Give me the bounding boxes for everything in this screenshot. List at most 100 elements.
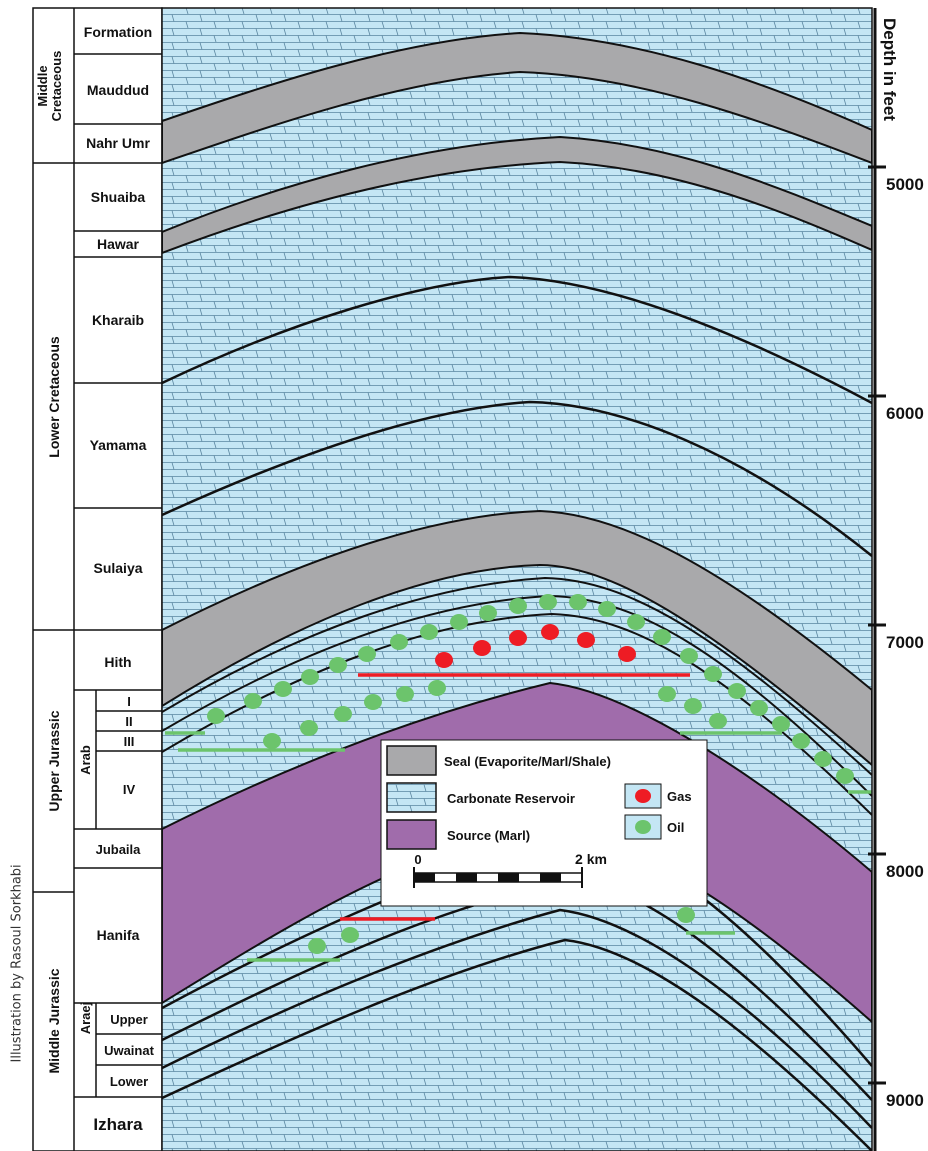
oil-accumulation-hanifa: [308, 907, 695, 954]
gas-marker: [435, 652, 453, 668]
legend-label-gas: Gas: [667, 789, 692, 804]
oil-marker: [539, 594, 557, 610]
oil-marker: [792, 733, 810, 749]
oil-marker: [263, 733, 281, 749]
legend-oil-dot: [635, 820, 651, 834]
formation-kharaib: Kharaib: [92, 312, 144, 328]
formation-arab-iii: III: [124, 734, 135, 749]
formation-jubaila: Jubaila: [96, 842, 142, 857]
oil-marker: [358, 646, 376, 662]
group-araej: Araej: [78, 1002, 93, 1035]
horizon-arab-i: [162, 576, 872, 776]
group-arab: Arab: [78, 745, 93, 775]
oil-marker: [814, 751, 832, 767]
oil-marker: [836, 768, 854, 784]
legend-label-carbonate: Carbonate Reservoir: [447, 791, 575, 806]
oil-marker: [341, 927, 359, 943]
formation-arab-iv: IV: [123, 782, 136, 797]
scale-bar-segment: [540, 873, 561, 882]
cross-section-frame: [161, 7, 873, 1151]
oil-marker: [704, 666, 722, 682]
oil-marker: [244, 693, 262, 709]
scale-bar-end-label: 2 km: [575, 851, 607, 867]
scale-bar-start-label: 0: [414, 852, 421, 867]
oil-marker: [684, 698, 702, 714]
column-header-formation: Formation: [84, 24, 152, 40]
formation-yamama: Yamama: [90, 437, 147, 453]
depth-label-8000: 8000: [886, 862, 924, 881]
formation-araej-upper: Upper: [110, 1012, 148, 1027]
oil-marker: [728, 683, 746, 699]
oil-marker: [569, 594, 587, 610]
legend-label-seal: Seal (Evaporite/Marl/Shale): [444, 754, 611, 769]
period-middle-cretaceous-line1: Middle: [35, 65, 50, 106]
depth-axis: Depth in feet 5000 6000 7000 8000 9000: [868, 8, 924, 1151]
horizon-lower-araej: [162, 908, 872, 1129]
formation-hanifa: Hanifa: [97, 927, 140, 943]
oil-marker: [653, 629, 671, 645]
stratigraphic-column: Middle Cretaceous Lower Cretaceous Upper…: [32, 7, 163, 1151]
legend-gas-dot: [635, 789, 651, 803]
scale-bar-segment: [414, 873, 435, 882]
formation-arab-ii: II: [125, 714, 132, 729]
depth-label-5000: 5000: [886, 175, 924, 194]
legend-label-oil: Oil: [667, 820, 684, 835]
formation-izhara: Izhara: [93, 1115, 143, 1134]
seal-layer-mauddud: [162, 31, 872, 165]
period-middle-jurassic: Middle Jurassic: [46, 968, 62, 1073]
gas-accumulation-arab: [435, 624, 636, 668]
legend-swatch-seal: [386, 745, 437, 776]
oil-marker: [390, 634, 408, 650]
legend: Seal (Evaporite/Marl/Shale) Carbonate Re…: [380, 739, 708, 907]
formation-nahr-umr: Nahr Umr: [86, 135, 150, 151]
oil-marker: [450, 614, 468, 630]
formation-arab-i: I: [127, 694, 131, 709]
oil-marker: [709, 713, 727, 729]
depth-label-9000: 9000: [886, 1091, 924, 1110]
oil-marker: [677, 907, 695, 923]
gas-marker: [509, 630, 527, 646]
gas-marker: [541, 624, 559, 640]
formation-mauddud: Mauddud: [87, 82, 149, 98]
formation-shuaiba: Shuaiba: [91, 189, 146, 205]
oil-marker: [334, 706, 352, 722]
oil-marker: [598, 601, 616, 617]
scale-bar-segment: [498, 873, 519, 882]
oil-marker: [396, 686, 414, 702]
horizon-kharaib: [162, 275, 872, 405]
gas-marker: [618, 646, 636, 662]
oil-marker: [750, 700, 768, 716]
gas-marker: [473, 640, 491, 656]
oil-marker: [420, 624, 438, 640]
period-upper-jurassic: Upper Jurassic: [46, 710, 62, 811]
cross-section-panel: [162, 8, 872, 1151]
formation-hith: Hith: [104, 654, 131, 670]
oil-marker: [509, 598, 527, 614]
gas-marker: [577, 632, 595, 648]
formation-sulaiya: Sulaiya: [93, 560, 142, 576]
formation-araej-uwainat: Uwainat: [104, 1043, 155, 1058]
oil-marker: [680, 648, 698, 664]
oil-marker: [627, 614, 645, 630]
oil-accumulation-arab: [207, 594, 854, 784]
depth-label-6000: 6000: [886, 404, 924, 423]
oil-marker: [364, 694, 382, 710]
period-lower-cretaceous: Lower Cretaceous: [46, 336, 62, 458]
scale-bar-segment: [456, 873, 477, 882]
formation-araej-lower: Lower: [110, 1074, 148, 1089]
oil-marker: [479, 605, 497, 621]
oil-marker: [658, 686, 676, 702]
oil-marker: [274, 681, 292, 697]
oil-marker: [300, 720, 318, 736]
depth-axis-title: Depth in feet: [880, 18, 899, 121]
depth-label-7000: 7000: [886, 633, 924, 652]
legend-label-source: Source (Marl): [447, 828, 530, 843]
horizon-izhara: [162, 938, 872, 1151]
oil-marker: [301, 669, 319, 685]
scale-bar: 0 2 km: [413, 851, 607, 888]
oil-marker: [308, 938, 326, 954]
period-middle-cretaceous-line2: Cretaceous: [49, 51, 64, 122]
oil-marker: [772, 716, 790, 732]
oil-marker: [428, 680, 446, 696]
